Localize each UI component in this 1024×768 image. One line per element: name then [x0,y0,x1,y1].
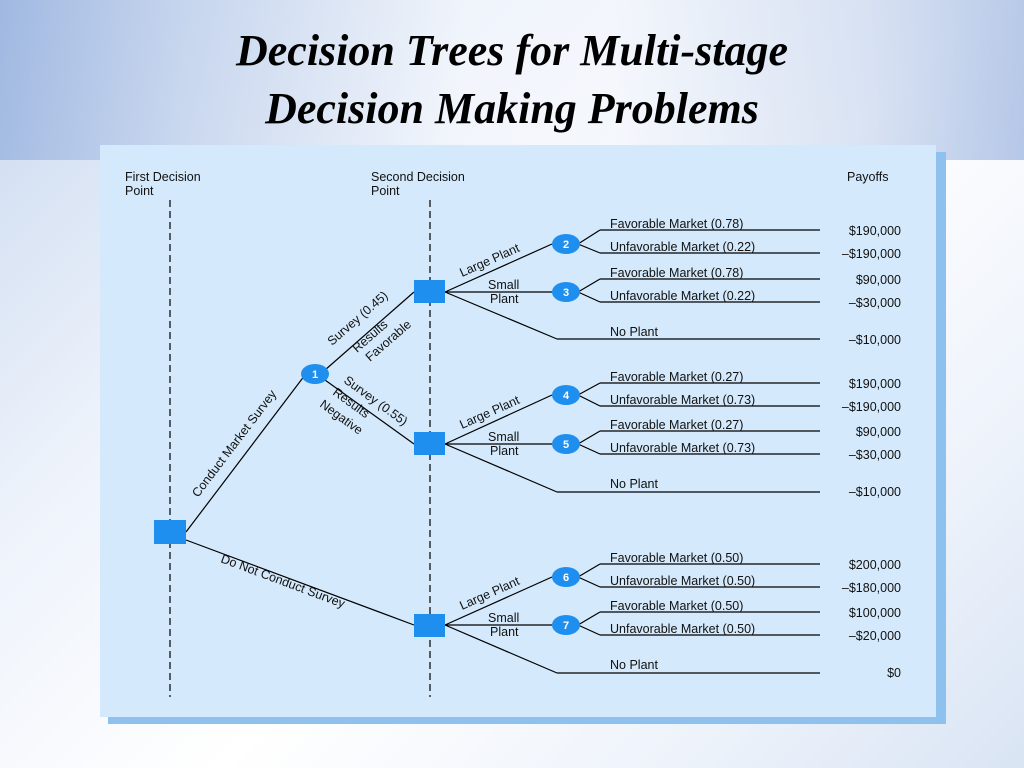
chance-node-2-label: 2 [563,239,569,251]
title-line-2: Decision Making Problems [265,84,759,133]
branch-label-conduct-survey: Conduct Market Survey [189,387,280,500]
outcome-branch [577,394,601,407]
branch-no-survey [185,539,415,626]
outcome-label: Unfavorable Market (0.73) [610,441,755,455]
payoff-value: –$20,000 [849,629,901,643]
decision-node-no-survey [414,614,445,637]
outcome-label: Favorable Market (0.78) [610,266,743,280]
slide-title: Decision Trees for Multi-stage Decision … [0,22,1024,138]
payoff-value: $90,000 [856,273,901,287]
payoff-value: $100,000 [849,606,901,620]
outcome-label: Favorable Market (0.27) [610,418,743,432]
branch-large-plant-b [444,394,553,445]
chance-node-6-label: 6 [563,572,569,584]
payoff-value: $200,000 [849,558,901,572]
outcome-labels: Favorable Market (0.78) Unfavorable Mark… [610,217,755,672]
decision-node-negative [414,432,445,455]
outcome-label: Favorable Market (0.50) [610,599,743,613]
chance-node-7-label: 7 [563,620,569,632]
outcome-branch [577,382,601,396]
chance-node-4-label: 4 [563,390,570,402]
outcome-label: Unfavorable Market (0.22) [610,289,755,303]
chance-node-3 [552,282,580,302]
payoff-value: –$30,000 [849,448,901,462]
outcome-branch [577,229,601,245]
branch-large-plant-c [444,576,553,626]
decision-node-favorable [414,280,445,303]
background-decoration [0,0,1024,160]
branch-label-do-not-conduct: Do Not Conduct Survey [219,552,348,611]
outcome-label: Unfavorable Market (0.50) [610,574,755,588]
payoff-value: –$30,000 [849,296,901,310]
large-plant-label-c: Large Plant [458,574,523,613]
outcome-branch [577,576,601,588]
small-label-a: Small [488,278,519,292]
payoff-value: $0 [887,666,901,680]
outcome-branch [577,611,601,626]
branch-no-plant-b [444,443,558,493]
large-plant-label-a: Large Plant [458,241,523,280]
payoff-value: –$180,000 [842,581,901,595]
payoff-value: –$10,000 [849,485,901,499]
outcome-branch [577,243,601,254]
title-line-1: Decision Trees for Multi-stage [236,26,788,75]
first-decision-header-line1: First Decision [125,170,201,184]
payoff-values: $190,000 –$190,000 $90,000 –$30,000 –$10… [842,224,901,680]
payoff-value: –$190,000 [842,247,901,261]
branch-survey-negative [324,379,415,445]
payoff-value: –$10,000 [849,333,901,347]
payoff-value: $190,000 [849,377,901,391]
plant-label-a: Plant [490,292,519,306]
large-plant-label-b: Large Plant [458,393,523,432]
outcome-branch [577,291,601,303]
outcome-label: Favorable Market (0.50) [610,551,743,565]
chance-node-2 [552,234,580,254]
first-decision-header-line2: Point [125,184,154,198]
plant-label-b: Plant [490,444,519,458]
outcome-label: Unfavorable Market (0.50) [610,622,755,636]
outcome-label: Favorable Market (0.78) [610,217,743,231]
branch-survey-favorable [324,291,415,371]
outcome-label: Favorable Market (0.27) [610,370,743,384]
outcome-label: No Plant [610,325,658,339]
chance-node-1-label: 1 [312,369,318,381]
branch-no-plant-c [444,624,558,674]
branch-lines [185,229,820,674]
decision-node-first [154,520,186,544]
chance-node-5-label: 5 [563,439,569,451]
outcome-label: Unfavorable Market (0.73) [610,393,755,407]
outcome-branch [577,278,601,293]
second-decision-header-line1: Second Decision [371,170,465,184]
outcome-branch [577,430,601,445]
outcome-label: Unfavorable Market (0.22) [610,240,755,254]
second-decision-header-line2: Point [371,184,400,198]
outcome-branch [577,443,601,455]
chance-node-5 [552,434,580,454]
outcome-label: No Plant [610,658,658,672]
outcome-label: No Plant [610,477,658,491]
chance-node-1 [301,364,329,384]
outcome-branch [577,563,601,578]
branch-no-plant-a [444,291,558,340]
payoff-value: –$190,000 [842,400,901,414]
chance-node-6 [552,567,580,587]
plant-label-c: Plant [490,625,519,639]
payoff-value: $90,000 [856,425,901,439]
chance-node-3-label: 3 [563,287,569,299]
chance-node-7 [552,615,580,635]
branch-conduct-survey [185,374,306,533]
payoff-value: $190,000 [849,224,901,238]
payoffs-header: Payoffs [847,170,888,184]
small-label-b: Small [488,430,519,444]
branch-large-plant-a [444,243,553,293]
chance-nodes: 1 2 3 4 5 6 7 [301,234,580,635]
outcome-branch [577,624,601,636]
small-label-c: Small [488,611,519,625]
chance-node-4 [552,385,580,405]
